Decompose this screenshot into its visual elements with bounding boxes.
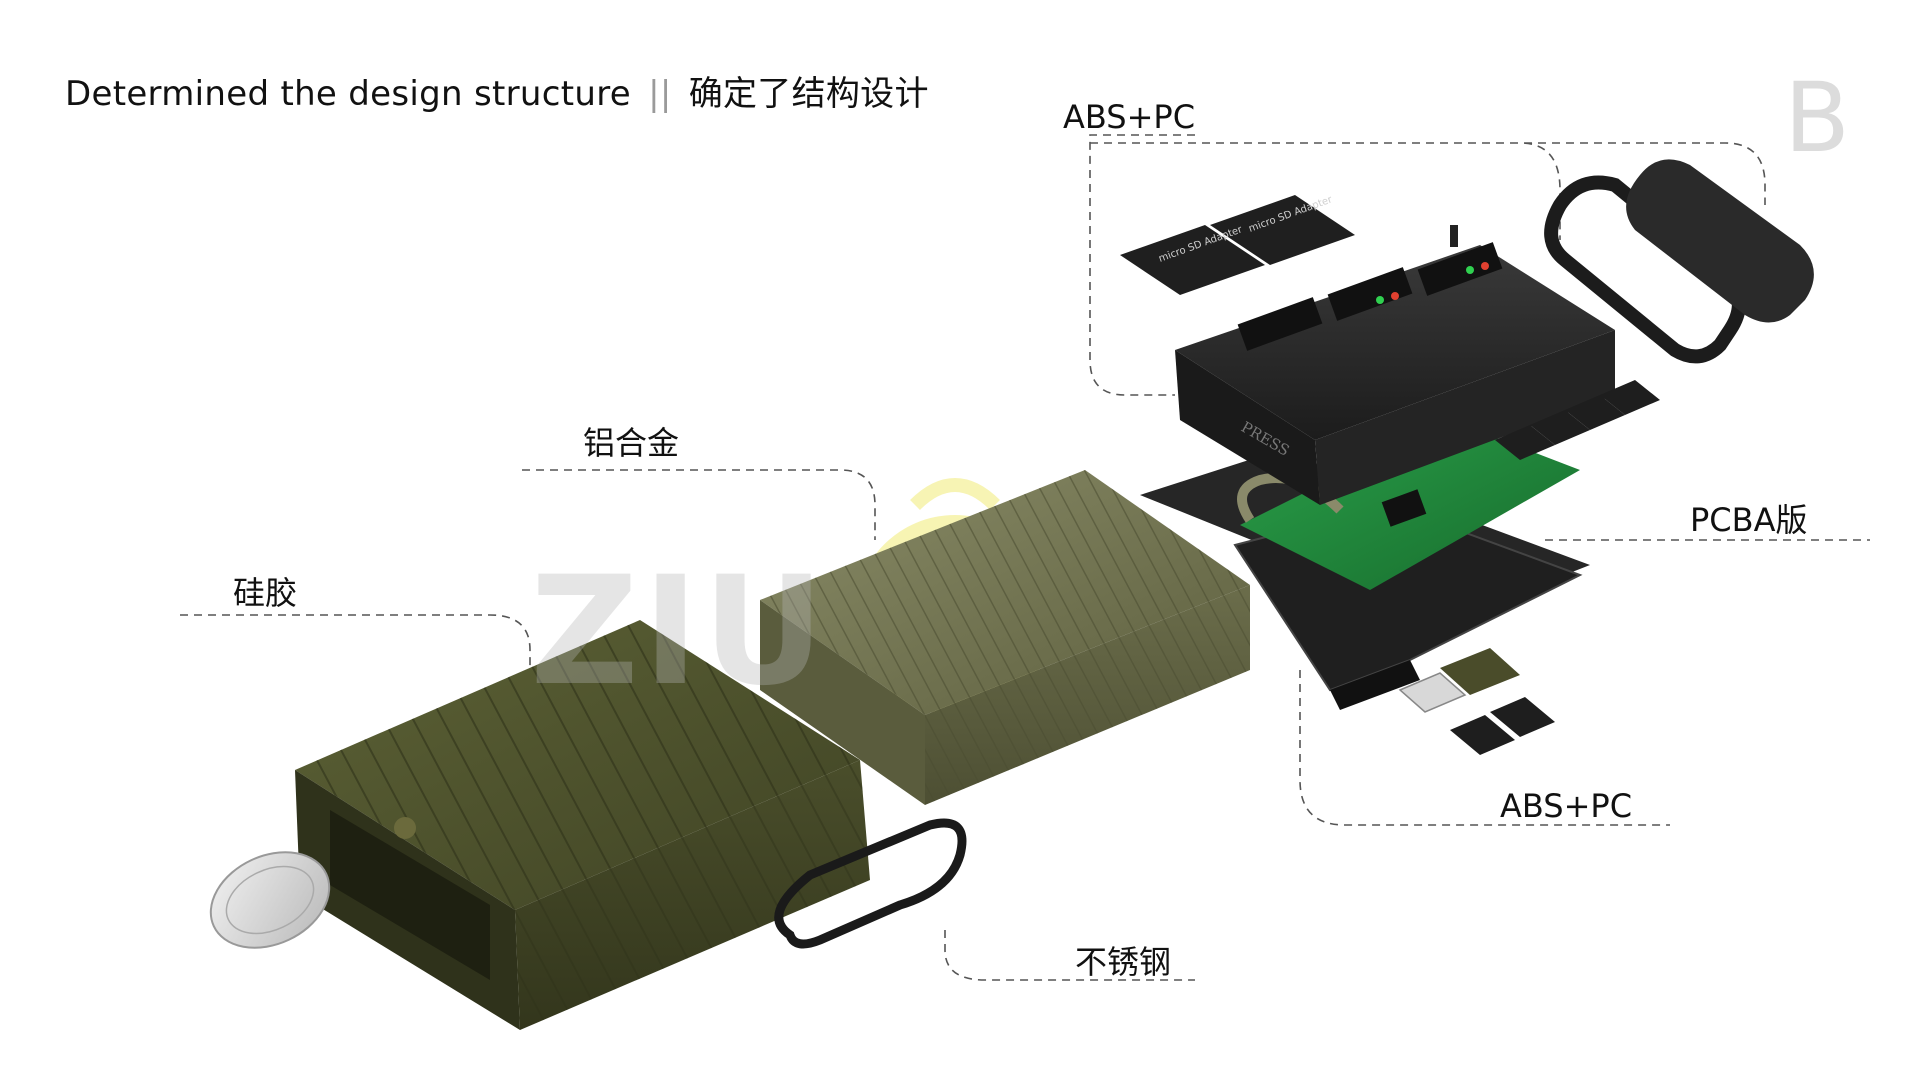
card-holder-top <box>1175 245 1615 440</box>
usb-plug <box>1398 672 1467 713</box>
bottom-shell-edge <box>1330 660 1420 710</box>
sd-adapters: micro SD Adapter micro SD Adapter <box>1120 194 1355 295</box>
watermark-arc <box>910 478 1000 511</box>
aluminum-side-face <box>760 600 925 805</box>
page-title-chinese: 确定了结构设计 <box>688 74 929 114</box>
silicone-opening <box>330 810 490 980</box>
microsd-1 <box>1495 425 1555 460</box>
coin-rim <box>225 865 315 935</box>
callout-abs-top: ABS+PC <box>1063 98 1196 136</box>
callout-pcba: PCBA版 <box>1690 501 1808 539</box>
aluminum-front-ribs <box>925 585 1250 805</box>
card-holder-side <box>1175 350 1320 505</box>
leader-aluminum <box>522 469 876 540</box>
leader-lines <box>180 134 1870 981</box>
screw <box>1450 225 1458 247</box>
end-frame <box>1544 175 1746 364</box>
silicone-logo-dot <box>394 817 416 839</box>
led-red-1 <box>1391 292 1399 300</box>
aluminum-ribs <box>760 470 1250 715</box>
leader-abs-top <box>1089 134 1766 396</box>
page-letter: B <box>1784 62 1850 174</box>
silicone-sleeve <box>295 620 870 1030</box>
card-holder-shell: PRESS <box>1175 225 1615 505</box>
coin-body <box>209 851 331 949</box>
sd-adapter-2 <box>1210 195 1355 265</box>
microsd-5 <box>1450 715 1515 755</box>
aluminum-sleeve <box>760 470 1250 805</box>
leader-abs-bottom <box>1299 670 1670 826</box>
watermark-text: ZIU <box>530 545 829 719</box>
led-green-2 <box>1466 266 1474 274</box>
card-slot-2 <box>1327 267 1413 321</box>
page-title-english: Determined the design structure <box>65 74 631 114</box>
usb-connector <box>1398 648 1520 713</box>
callout-abs-bottom: ABS+PC <box>1500 787 1633 825</box>
usb-body <box>1440 648 1520 695</box>
card-slot-3 <box>1417 242 1503 296</box>
page-title-separator: || <box>648 74 672 114</box>
callout-silicone: 硅胶 <box>233 574 298 612</box>
end-cap-assembly <box>1544 159 1814 364</box>
silicone-front-ribs <box>515 760 870 1030</box>
end-cap <box>1626 159 1814 323</box>
card-holder-front <box>1315 330 1615 505</box>
carabiner-loop <box>774 818 967 949</box>
callout-stainless: 不锈钢 <box>1075 943 1172 981</box>
pcba-chip <box>1381 489 1427 527</box>
microsd-2 <box>1530 410 1590 445</box>
carabiner <box>774 818 967 949</box>
microsd-3 <box>1565 395 1625 430</box>
leader-stainless <box>944 930 1195 981</box>
microsd-cards <box>1450 380 1660 755</box>
callout-aluminum: 铝合金 <box>583 424 680 462</box>
led-green-1 <box>1376 296 1384 304</box>
card-slot-1 <box>1237 297 1323 351</box>
microsd-6 <box>1490 697 1555 737</box>
led-red-2 <box>1481 262 1489 270</box>
microsd-4 <box>1600 380 1660 415</box>
silicone-ribs <box>295 620 860 910</box>
sd-adapter-1 <box>1120 225 1265 295</box>
leader-silicone <box>180 614 531 670</box>
page-title: Determined the design structure || 确定了结构… <box>65 66 929 115</box>
coin <box>209 851 331 949</box>
